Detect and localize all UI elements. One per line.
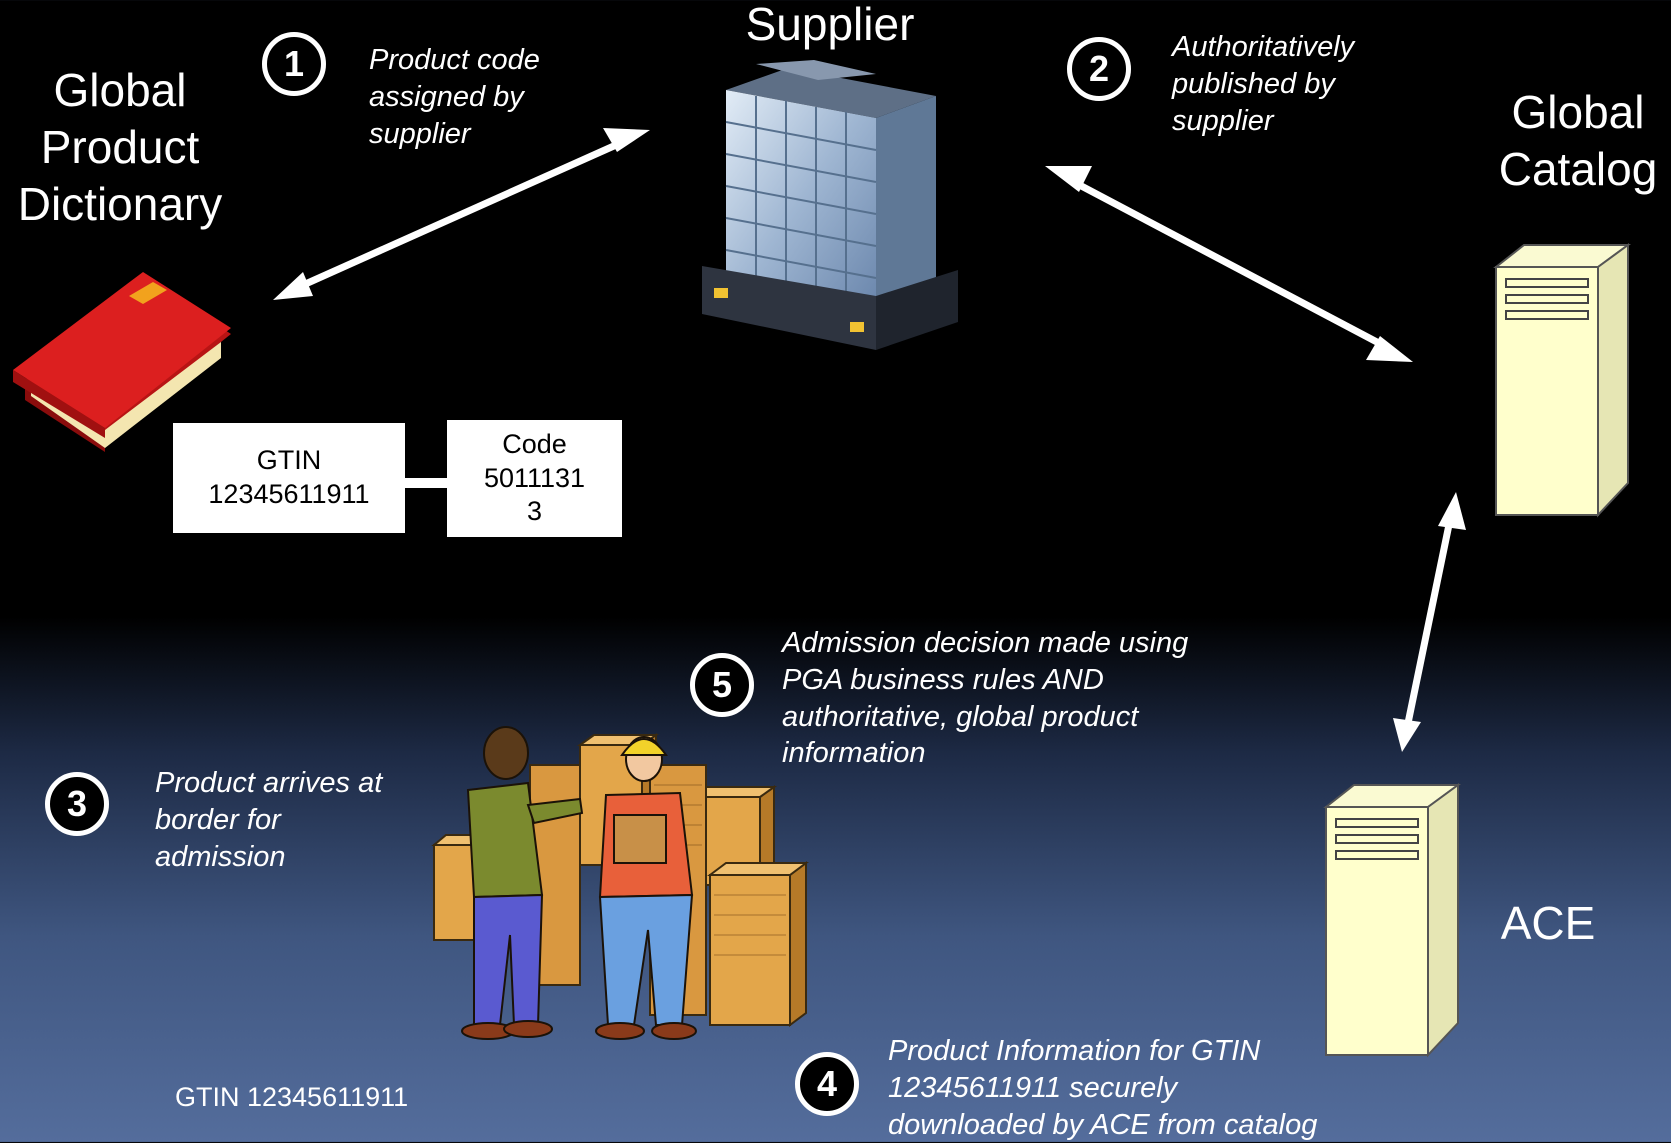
note-line: Admission decision made using: [782, 627, 1189, 659]
step-1-note: Product code assigned by supplier: [369, 42, 649, 152]
arrow-supplier-catalog: [1068, 176, 1394, 354]
catalog-title-line: Catalog: [1498, 143, 1658, 196]
server-icon: [1493, 243, 1632, 518]
supplier-title: Supplier: [745, 0, 915, 50]
note-line: border for: [155, 803, 281, 836]
note-line: 12345611911 securely: [888, 1071, 1178, 1104]
step-4-note: Product Information for GTIN 12345611911…: [888, 1033, 1388, 1143]
arrowhead-icon: [273, 272, 313, 300]
workers-with-boxes-icon: [431, 726, 809, 1040]
note-line: assigned by: [369, 80, 524, 113]
note-line: admission: [155, 840, 286, 873]
note-line: downloaded by ACE from catalog: [888, 1108, 1318, 1141]
gtin-box: GTIN 12345611911: [173, 423, 405, 533]
book-icon: [13, 272, 231, 452]
step-2-badge: 2: [1067, 37, 1131, 101]
step-4-badge: 4: [795, 1052, 859, 1116]
catalog-title-line: Global: [1511, 86, 1645, 138]
note-line: information: [782, 737, 926, 770]
server-icon: [1323, 783, 1462, 1058]
gtin-box-line: GTIN: [256, 445, 322, 476]
code-box: Code 5011131 3: [447, 420, 622, 537]
note-line: Product code: [369, 44, 540, 76]
gtin-box-line: 12345611911: [208, 479, 370, 509]
arrowhead-icon: [1045, 166, 1092, 192]
note-line: supplier: [369, 117, 471, 150]
dictionary-title-line: Dictionary: [17, 178, 223, 231]
arrowhead-icon: [1366, 336, 1413, 362]
step-5-note: Admission decision made using PGA busine…: [782, 625, 1252, 772]
arrowhead-icon: [1393, 718, 1421, 752]
office-building-icon: [702, 60, 958, 350]
step-2-note: Authoritatively published by supplier: [1172, 29, 1462, 139]
note-line: published by: [1172, 67, 1335, 100]
note-line: PGA business rules AND: [782, 663, 1104, 696]
arrow-dictionary-supplier: [290, 137, 627, 294]
note-line: Authoritatively: [1172, 31, 1355, 63]
step-1-badge: 1: [262, 32, 326, 96]
global-product-dictionary-title: Global Product Dictionary: [0, 62, 240, 233]
note-line: Product arrives at: [155, 767, 383, 799]
arrowhead-icon: [603, 128, 650, 152]
dictionary-title-line: Product: [40, 121, 200, 174]
step-5-badge: 5: [690, 653, 754, 717]
box-connector: [405, 478, 447, 488]
step-3-note: Product arrives at border for admission: [155, 765, 475, 875]
note-line: Product Information for GTIN: [888, 1035, 1261, 1067]
arrowhead-icon: [1438, 492, 1466, 530]
note-line: authoritative, global product: [782, 700, 1139, 733]
arrow-catalog-ace: [1403, 514, 1455, 729]
ace-title: ACE: [1500, 897, 1596, 949]
code-box-line: Code: [502, 428, 567, 459]
global-catalog-title: Global Catalog: [1478, 84, 1671, 198]
step-3-badge: 3: [45, 772, 109, 836]
dictionary-title-line: Global: [53, 64, 187, 116]
border-gtin-label: GTIN 12345611911: [175, 1082, 409, 1112]
code-box-line: 5011131: [483, 462, 586, 493]
note-line: supplier: [1172, 104, 1274, 137]
code-box-line: 3: [526, 496, 543, 527]
